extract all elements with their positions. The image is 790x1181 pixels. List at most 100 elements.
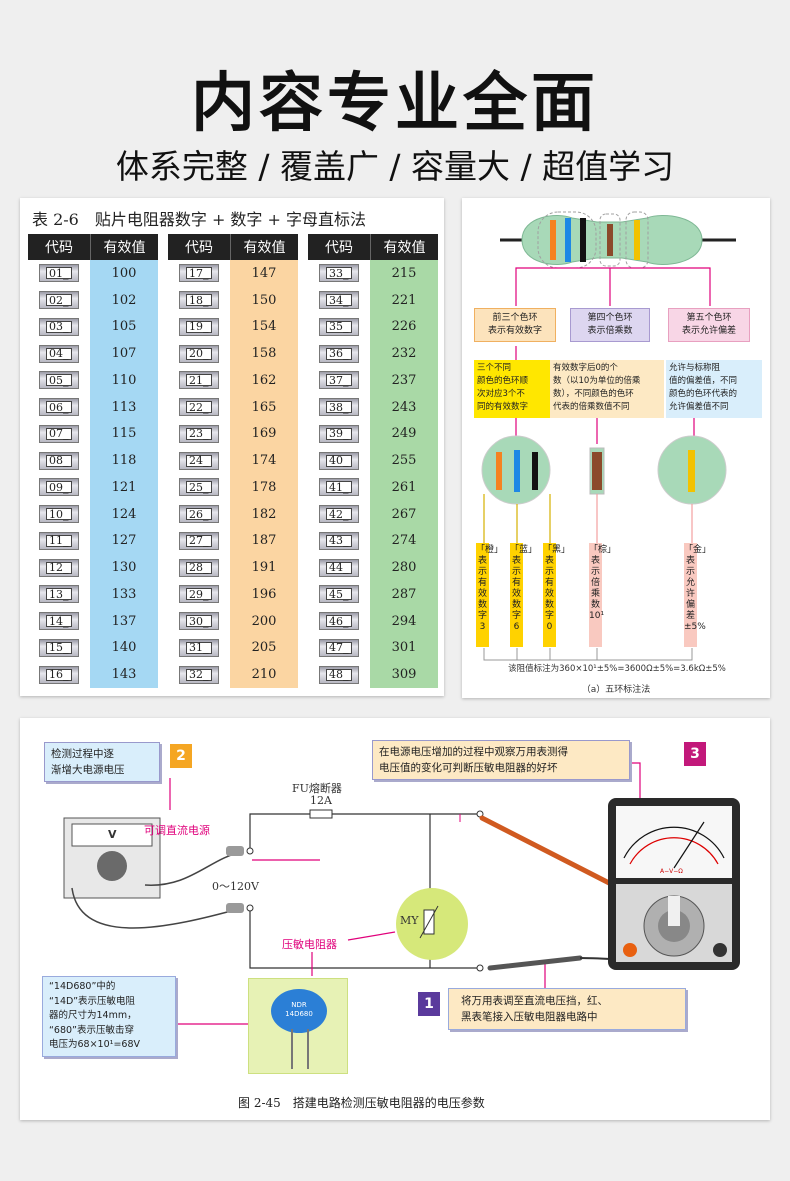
table-row: 05_110	[28, 367, 158, 394]
table-row: 44_280	[308, 554, 438, 581]
step1-badge: 1	[418, 992, 440, 1016]
smd-chip-icon: 44_	[319, 558, 359, 577]
table-row: 42_267	[308, 500, 438, 528]
tag-blue-digit: 「蓝」表示有效数字6	[510, 543, 537, 647]
band-black	[580, 218, 586, 262]
table-row: 11_127	[28, 527, 158, 555]
value-text: 130	[111, 560, 137, 576]
value-text: 169	[251, 426, 277, 442]
table-row: 45_287	[308, 581, 438, 608]
varistor-test-panel: 检测过程中逐 渐增大电源电压 2 在电源电压增加的过程中观察万用表测得 电压值的…	[20, 718, 770, 1120]
smd-chip-icon: 18_	[179, 291, 219, 310]
table-row: 36_232	[308, 340, 438, 367]
value-text: 261	[391, 479, 417, 495]
page-title: 内容专业全面	[191, 67, 599, 141]
tag-orange-digit: 「橙」表示有效数字3	[476, 543, 503, 647]
code-text: 04_	[46, 347, 72, 360]
code-text: 28_	[186, 561, 212, 574]
code-text: 41_	[326, 481, 352, 494]
value-text: 196	[251, 586, 277, 602]
table-row: 03_ 105	[28, 313, 158, 341]
tag-gold-tolerance: 「金」表示允许偏差±5%	[684, 543, 711, 647]
header-value: 有效值	[230, 234, 298, 260]
smd-chip-icon: 10_	[39, 505, 79, 524]
table-row: 25_ 178	[168, 474, 298, 501]
code-text: 24_	[186, 454, 212, 467]
smd-chip-icon: 33_	[319, 264, 359, 283]
smd-chip-icon: 25_	[179, 478, 219, 497]
code-text: 32_	[186, 668, 212, 681]
table-row: 15_140	[28, 634, 158, 662]
value-text: 187	[251, 533, 277, 549]
value-text: 174	[251, 453, 277, 469]
value-text: 140	[111, 640, 137, 656]
value-text: 121	[111, 479, 137, 495]
header-value: 有效值	[370, 234, 438, 260]
code-text: 11_	[46, 534, 72, 547]
table-row: 37_237	[308, 367, 438, 394]
smd-chip-icon: 32_	[179, 665, 219, 684]
code-text: 37_	[326, 374, 352, 387]
value-text: 226	[391, 319, 417, 335]
code-text: 06_	[46, 401, 72, 414]
table-row: 17_147	[168, 260, 298, 287]
header-code: 代码	[45, 240, 73, 256]
table-row: 39_249	[308, 420, 438, 448]
smd-chip-icon: 03_	[39, 317, 79, 336]
code-text: 16_	[46, 668, 72, 681]
value-text: 124	[111, 506, 137, 522]
table-row: 30_200	[168, 607, 298, 635]
varistor-leg-left	[291, 1029, 293, 1069]
table-row: 34_221	[308, 286, 438, 314]
table-row: 06_113	[28, 393, 158, 421]
code-text: 27_	[186, 534, 212, 547]
table-row: 14_137	[28, 607, 158, 635]
code-text: 03_	[46, 320, 72, 333]
table-row: 22_165	[168, 393, 298, 421]
table-row: 02_102	[28, 286, 158, 314]
smd-chip-icon: 22_	[179, 398, 219, 417]
band-brown	[607, 224, 613, 256]
table-caption: 表 2-6 贴片电阻器数字 + 数字 + 字母直标法	[32, 210, 367, 229]
code-text: 21_	[186, 374, 212, 387]
resistance-formula: 该阻值标注为360×10¹±5%=3600Ω±5%=3.6kΩ±5%	[508, 664, 726, 674]
varistor-disc: NDR 14D680	[271, 989, 327, 1033]
value-text: 191	[251, 560, 277, 576]
desc-multiplier: 有效数字后0的个 数（以10为单位的倍乘 数），不同颜色的色环 代表的倍乘数值不…	[550, 360, 664, 418]
tag-black-digit: 「黑」表示有效数字0	[543, 543, 570, 647]
value-text: 110	[111, 372, 137, 388]
code-text: 09_	[46, 481, 72, 494]
label-first-three-bands: 前三个色环 表示有效数字	[474, 308, 556, 342]
code-text: 47_	[326, 641, 352, 654]
desc-significant-digits: 三个不同 颜色的色环顺 次对应3个不 同的有效数字	[474, 360, 554, 418]
table-row: 31_205	[168, 634, 298, 662]
varistor-leg-right	[307, 1029, 309, 1069]
code-text: 25_	[186, 481, 212, 494]
value-text: 154	[251, 319, 277, 335]
value-text: 105	[111, 319, 137, 335]
value-text: 232	[391, 346, 417, 362]
table-row: 16_143	[28, 661, 158, 688]
value-text: 100	[111, 265, 137, 281]
step2-note: 检测过程中逐 渐增大电源电压	[44, 742, 160, 782]
code-text: 45_	[326, 588, 352, 601]
smd-chip-icon: 14_	[39, 612, 79, 631]
smd-chip-icon: 09_	[39, 478, 79, 497]
table-header-row: 代码有效值	[28, 234, 158, 260]
smd-chip-icon: 41_	[319, 478, 359, 497]
smd-chip-icon: 27_	[179, 531, 219, 550]
table-row: 20_158	[168, 340, 298, 367]
table-row: 26_182	[168, 500, 298, 528]
value-text: 200	[251, 613, 277, 629]
code-text: 17_	[186, 267, 212, 280]
value-text: 274	[391, 533, 417, 549]
code-text: 23_	[186, 427, 212, 440]
table-header-row: 代码有效值	[308, 234, 438, 260]
smd-chip-icon: 45_	[319, 585, 359, 604]
value-text: 178	[251, 479, 277, 495]
smd-chip-icon: 35_	[319, 317, 359, 336]
code-text: 38_	[326, 401, 352, 414]
step1-note: 将万用表调至直流电压挡，红、 黑表笔接入压敏电阻器电路中	[448, 988, 686, 1030]
value-text: 249	[391, 426, 417, 442]
